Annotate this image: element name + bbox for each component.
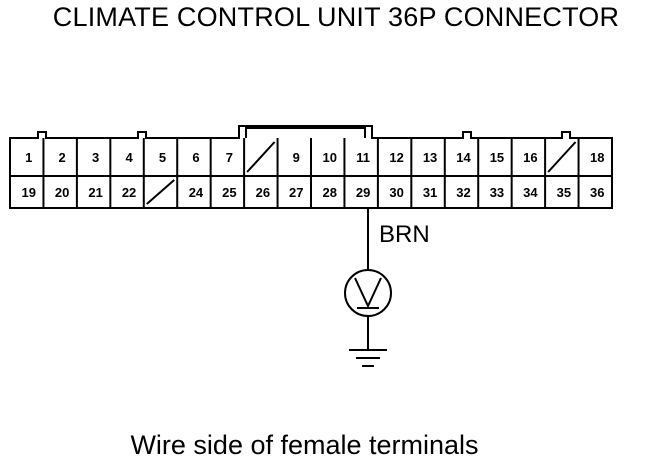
terminal-number: 26: [256, 185, 270, 200]
wire-color-label: BRN: [379, 221, 430, 248]
terminal-number: 29: [356, 185, 370, 200]
terminal-number: 19: [21, 185, 35, 200]
terminal-number: 14: [456, 150, 471, 165]
terminal-number: 34: [523, 185, 538, 200]
terminal-number: 13: [423, 150, 437, 165]
diagram-title: CLIMATE CONTROL UNIT 36P CONNECTOR: [52, 2, 620, 32]
terminal-number: 10: [322, 150, 336, 165]
terminal-number: 1: [25, 150, 32, 165]
terminal-number: 25: [222, 185, 236, 200]
terminal-number: 4: [125, 150, 133, 165]
terminal-number: 20: [55, 185, 69, 200]
unused-terminal-slash: [146, 179, 175, 205]
terminal-number: 22: [122, 185, 136, 200]
terminal-number: 6: [192, 150, 199, 165]
terminal-number: 5: [159, 150, 166, 165]
unused-terminal-slash: [246, 141, 276, 173]
terminal-number: 21: [88, 185, 102, 200]
terminal-number: 30: [389, 185, 403, 200]
terminal-number: 7: [226, 150, 233, 165]
terminal-number: 12: [389, 150, 403, 165]
terminal-number: 31: [423, 185, 437, 200]
terminal-number: 27: [289, 185, 303, 200]
terminal-number: 11: [356, 150, 370, 165]
terminal-number: 36: [590, 185, 604, 200]
terminal-number: 35: [557, 185, 571, 200]
terminal-number: 9: [293, 150, 300, 165]
voltmeter-icon: [344, 269, 392, 317]
terminal-number: 33: [490, 185, 504, 200]
diagram-caption: Wire side of female terminals: [130, 430, 479, 460]
ground-icon: [349, 349, 387, 367]
terminal-number: 2: [59, 150, 66, 165]
terminal-number: 32: [456, 185, 470, 200]
terminal-number: 18: [590, 150, 604, 165]
unused-terminal-slash: [547, 141, 577, 173]
terminal-number: 16: [523, 150, 537, 165]
terminal-number: 3: [92, 150, 99, 165]
terminal-number: 24: [189, 185, 204, 200]
terminal-number: 15: [490, 150, 504, 165]
terminal-number: 28: [322, 185, 336, 200]
